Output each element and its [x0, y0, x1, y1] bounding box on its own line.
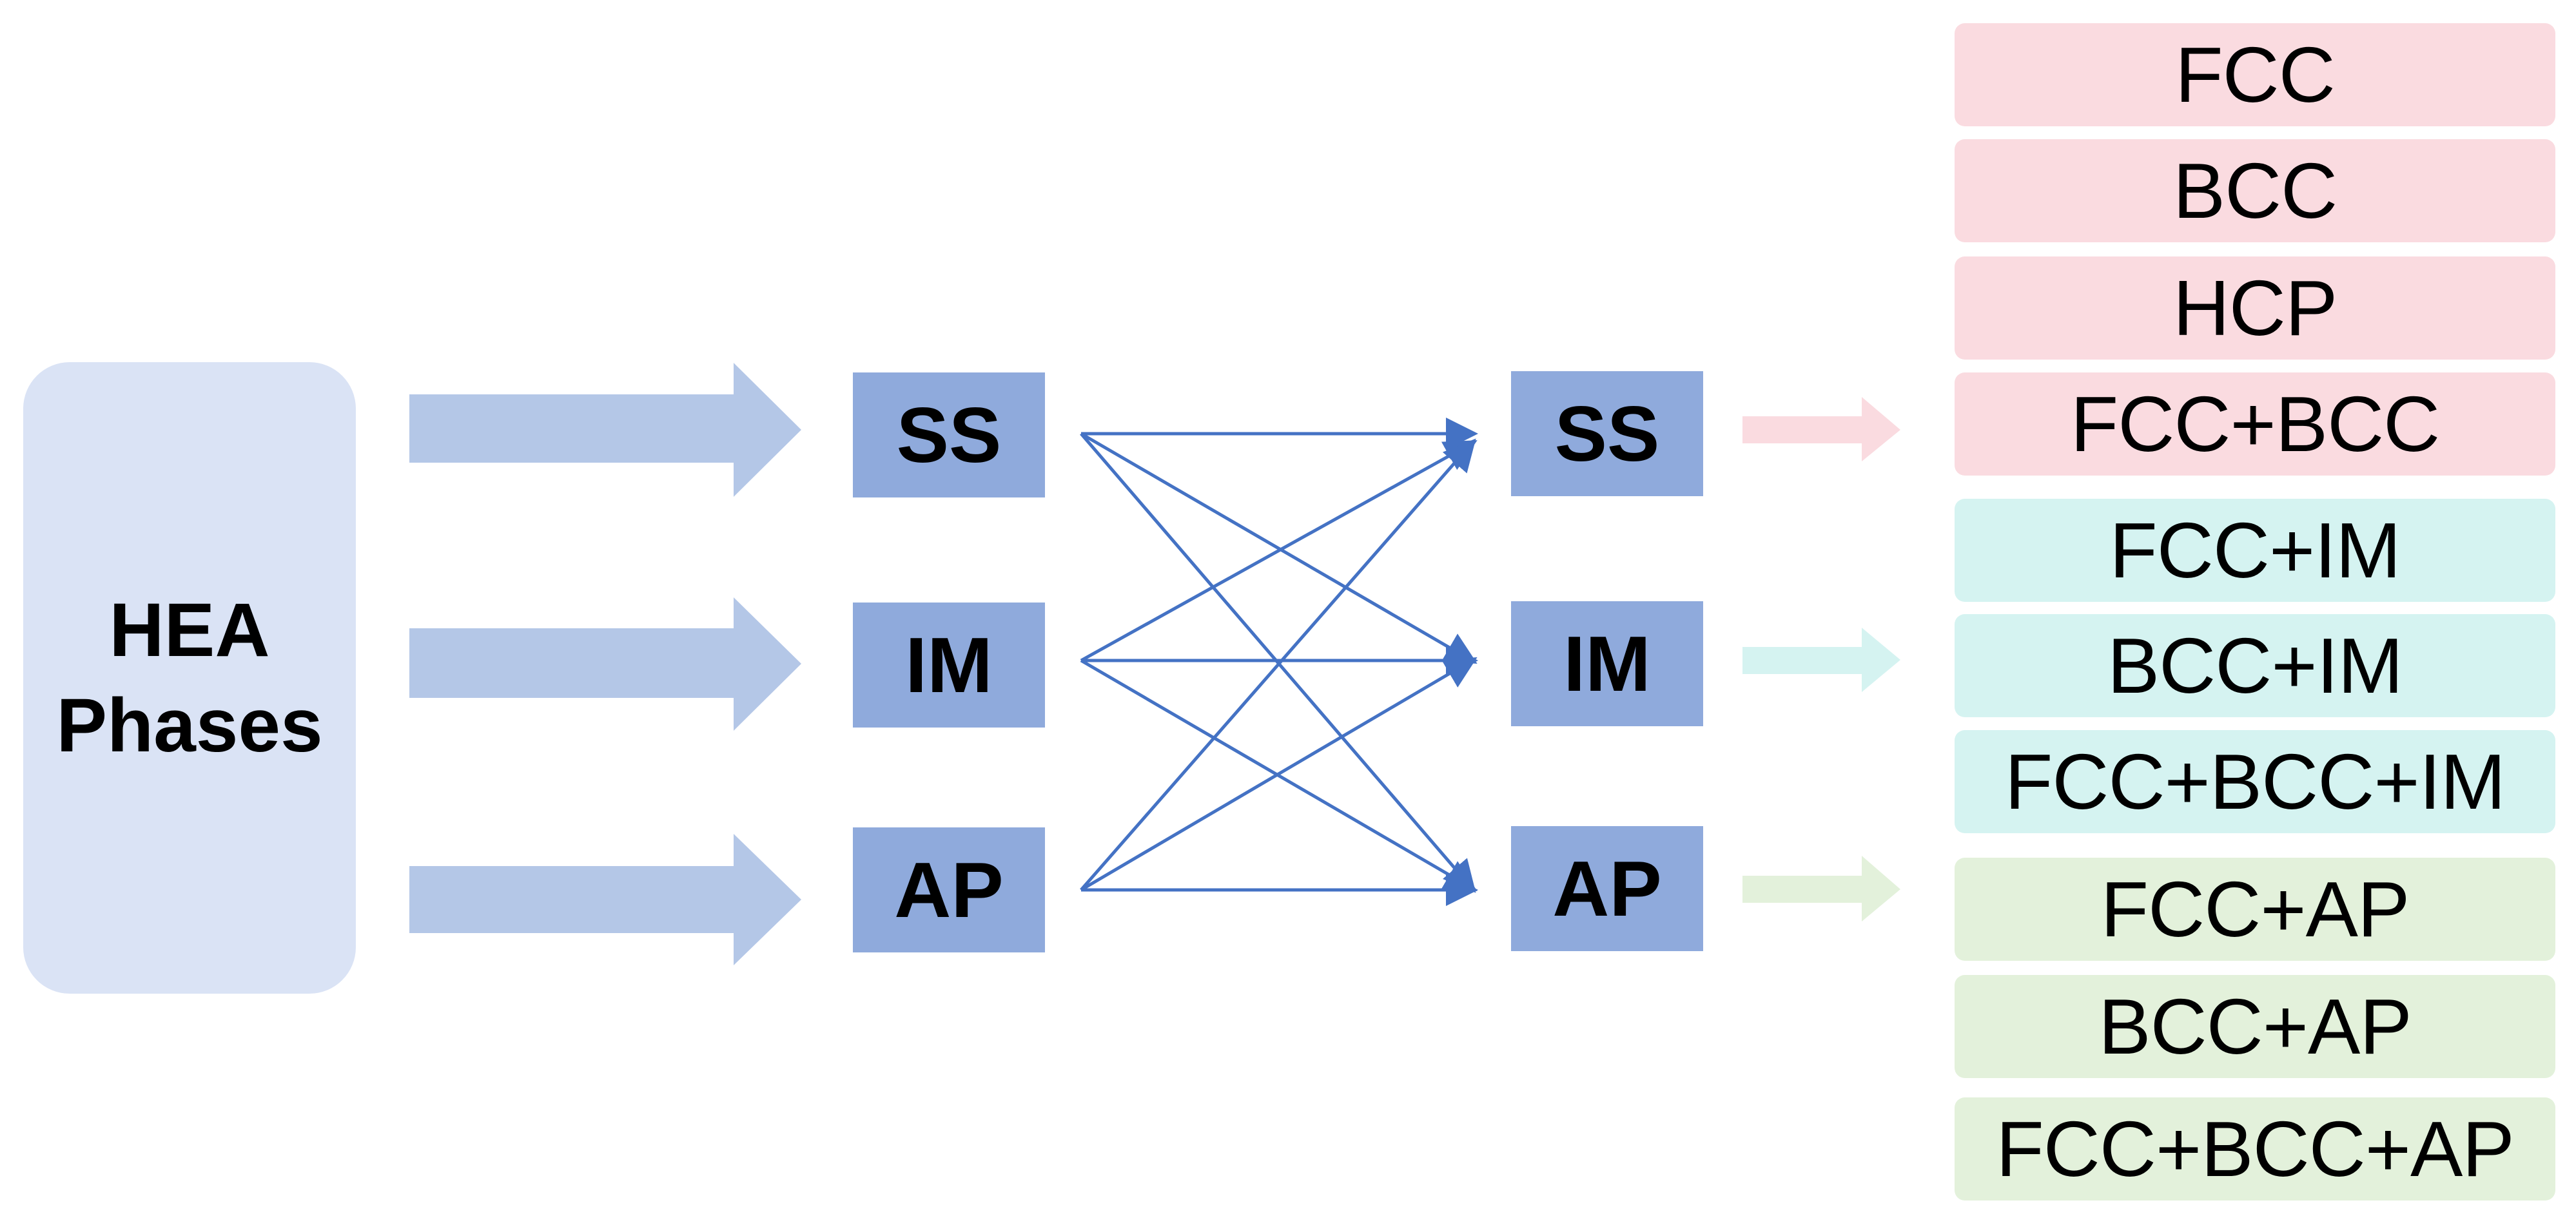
phase-box-fcc-bcc: FCC+BCC — [1955, 372, 2555, 476]
connector-im-ss — [1080, 440, 1478, 662]
node-im-output: IM — [1511, 601, 1703, 726]
group-arrow-im — [1742, 628, 1900, 692]
connector-ap-im — [1080, 657, 1478, 892]
node-im-input: IM — [853, 603, 1045, 728]
phase-box-hcp: HCP — [1955, 256, 2555, 360]
phase-box-fcc-im: FCC+IM — [1955, 499, 2555, 602]
phase-box-fcc-bcc-im: FCC+BCC+IM — [1955, 730, 2555, 833]
phase-box-bcc: BCC — [1955, 139, 2555, 242]
block-arrow-ss — [409, 363, 801, 497]
phase-box-fcc: FCC — [1955, 23, 2555, 126]
node-ss-output: SS — [1511, 371, 1703, 496]
phase-box-bcc-im: BCC+IM — [1955, 614, 2555, 717]
group-arrow-ap — [1742, 856, 1900, 921]
hea-phases-box: HEA Phases — [23, 362, 356, 994]
connector-ss-im — [1080, 432, 1478, 664]
phase-box-fcc-ap: FCC+AP — [1955, 858, 2555, 961]
node-ss-input: SS — [853, 372, 1045, 497]
node-ap-output: AP — [1511, 826, 1703, 951]
node-ap-input: AP — [853, 827, 1045, 952]
block-arrow-ap — [409, 834, 801, 965]
phase-box-bcc-ap: BCC+AP — [1955, 975, 2555, 1078]
phase-box-fcc-bcc-ap: FCC+BCC+AP — [1955, 1097, 2555, 1201]
connector-ap-ss — [1080, 438, 1476, 891]
block-arrow-im — [409, 597, 801, 731]
hea-phases-label: HEA Phases — [56, 588, 323, 768]
group-arrow-ss — [1742, 397, 1900, 461]
